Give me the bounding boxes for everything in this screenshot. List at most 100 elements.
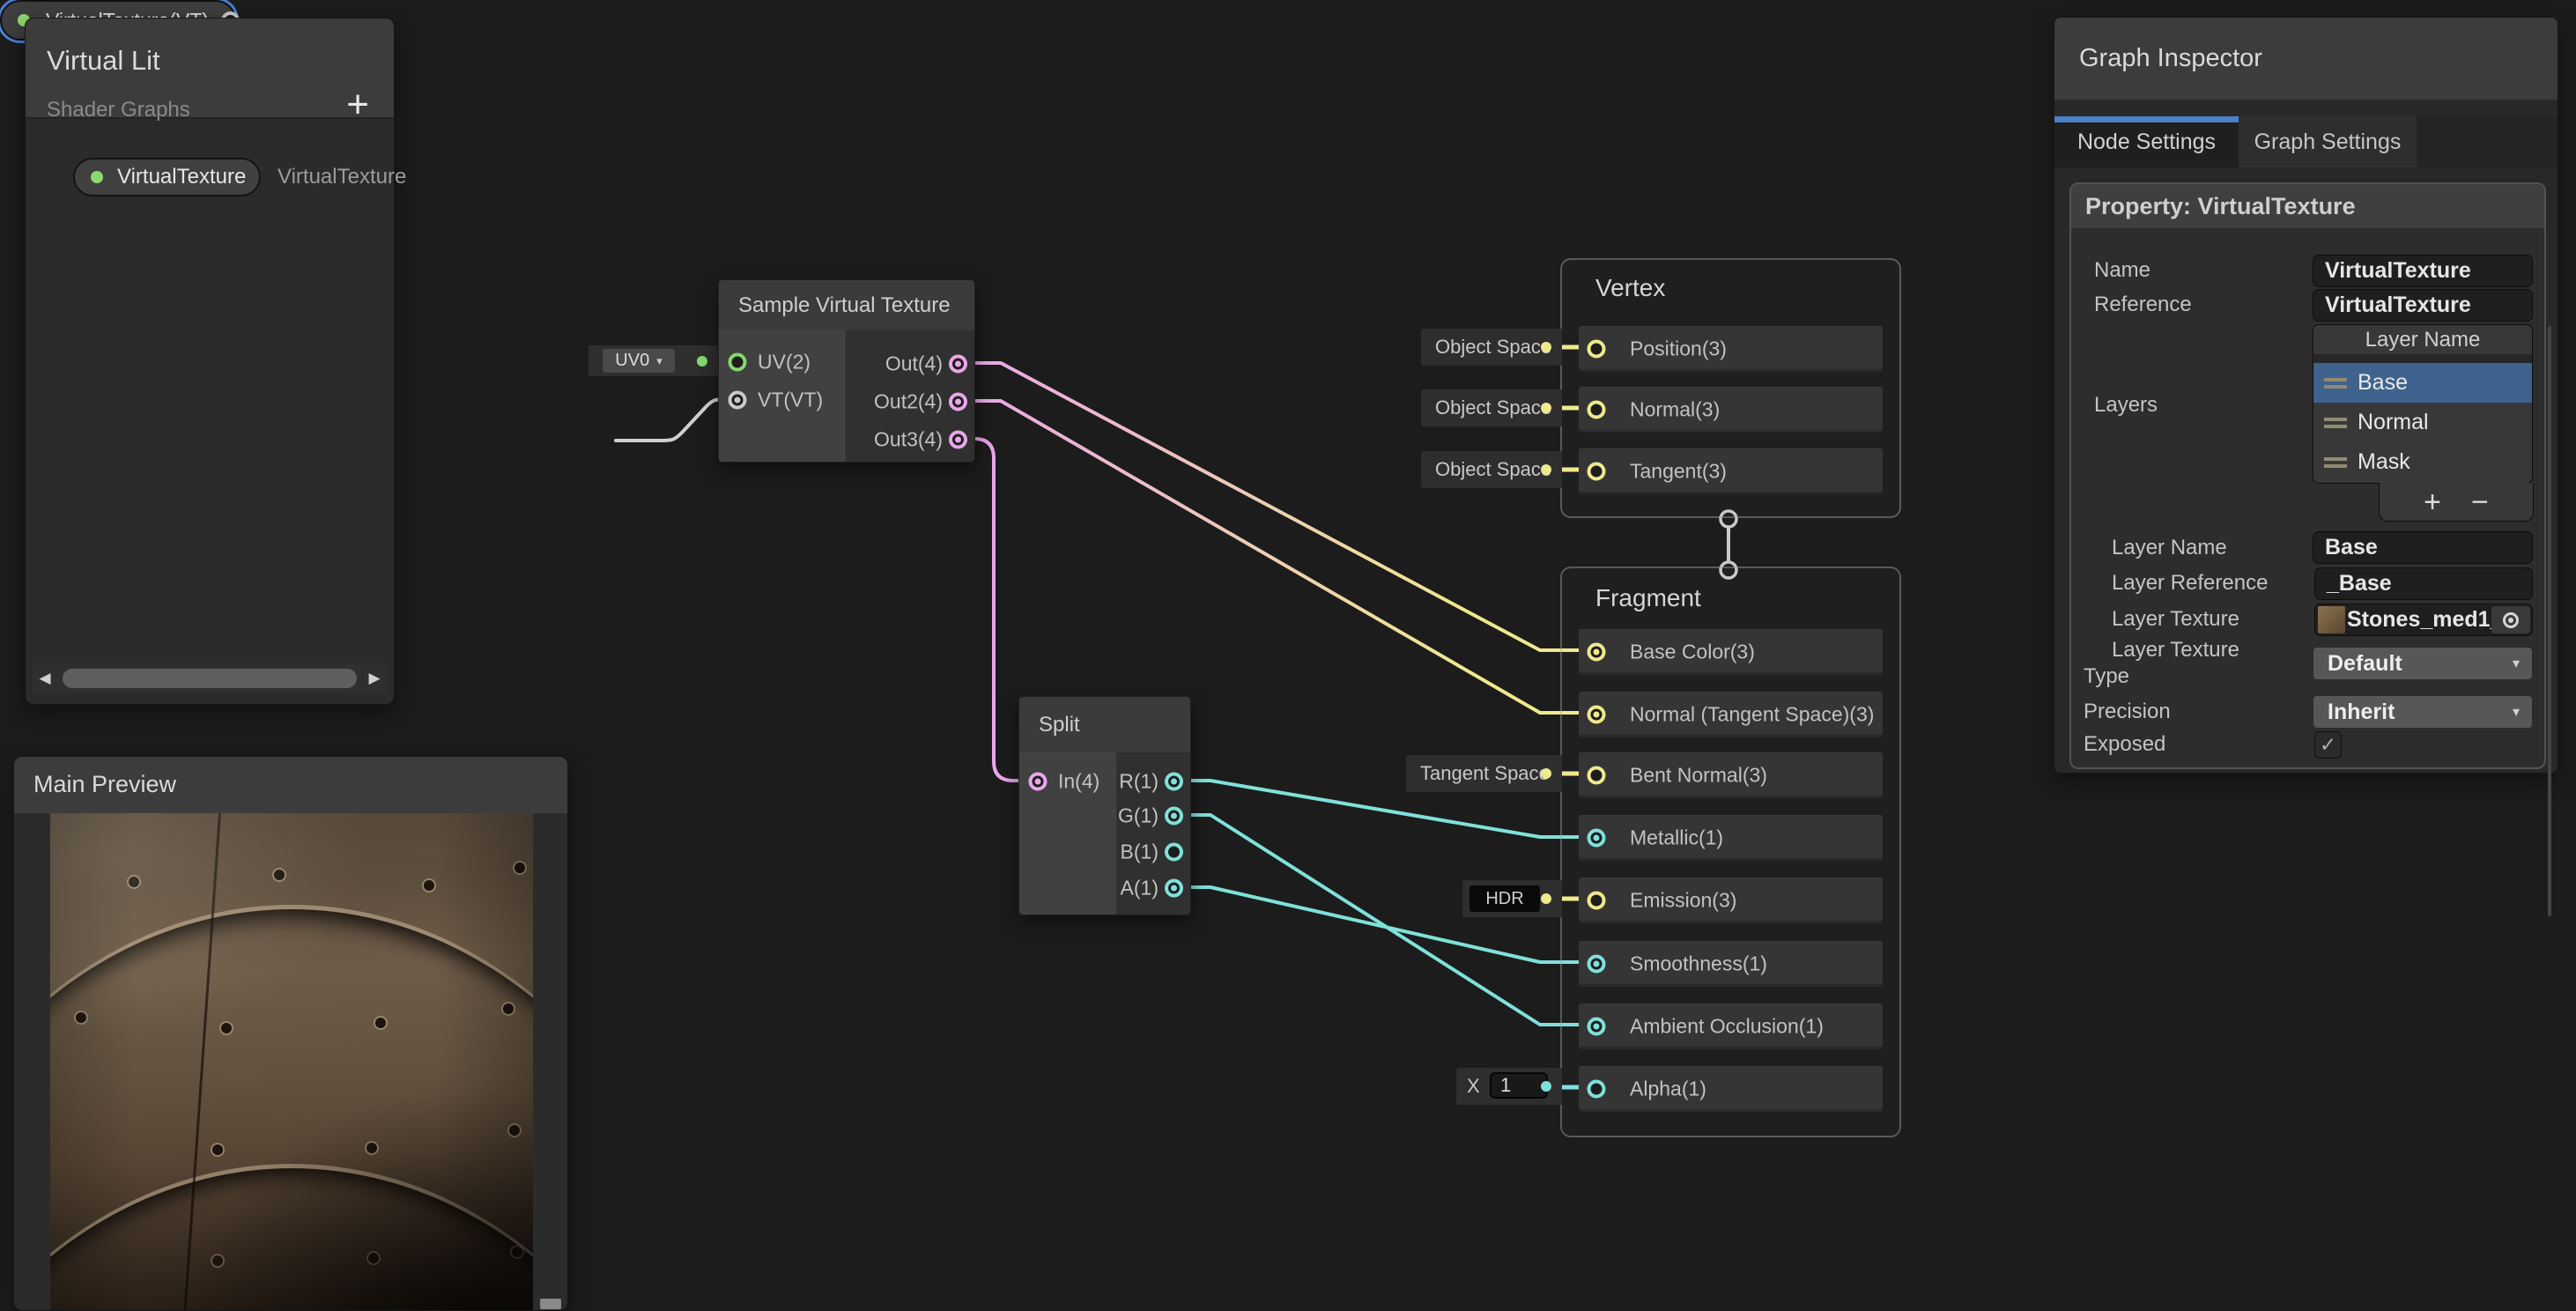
name-input[interactable]: VirtualTexture xyxy=(2313,255,2533,287)
ambient-occlusion-port[interactable] xyxy=(1587,1017,1606,1036)
node-header[interactable]: Split xyxy=(1019,697,1190,752)
tangent-space-badge[interactable]: Object Space xyxy=(1421,451,1562,488)
edge-a-to-smoothness[interactable] xyxy=(1176,885,1598,964)
port-dot xyxy=(734,396,741,404)
add-layer-button[interactable]: + xyxy=(2424,485,2441,519)
in-port[interactable] xyxy=(1028,772,1047,791)
bent-normal-label: Bent Normal(3) xyxy=(1630,763,1767,787)
tab-graph-settings[interactable]: Graph Settings xyxy=(2239,116,2417,167)
layer-reference-input[interactable]: _Base xyxy=(2314,567,2533,600)
layers-list-divider xyxy=(2313,354,2532,363)
precision-dropdown[interactable]: Inherit ▾ xyxy=(2313,695,2533,729)
drag-handle-icon[interactable] xyxy=(2324,456,2347,468)
active-tab-indicator xyxy=(2054,116,2239,122)
layer-texture-label: Layer Texture xyxy=(2112,607,2239,631)
tab-node-settings[interactable]: Node Settings xyxy=(2054,116,2239,167)
alpha-value-input[interactable]: 1 xyxy=(1490,1072,1548,1099)
blackboard-scrollbar[interactable]: ◀ ▶ xyxy=(33,663,387,693)
a-port[interactable] xyxy=(1165,878,1183,898)
uv-default-dot-icon xyxy=(697,355,707,367)
preview-header[interactable]: Main Preview xyxy=(14,757,567,813)
layer-row-mask[interactable]: Mask xyxy=(2313,442,2532,482)
out-port[interactable] xyxy=(949,354,967,374)
vt-input-port[interactable] xyxy=(728,390,747,410)
vertex-out-connector[interactable] xyxy=(1719,509,1738,529)
blackboard-property-pill[interactable]: VirtualTexture xyxy=(73,158,261,196)
normal-ts-block[interactable]: Normal (Tangent Space)(3) xyxy=(1579,692,1883,737)
bent-normal-block[interactable]: Bent Normal(3) xyxy=(1579,752,1883,798)
add-property-button[interactable]: + xyxy=(346,83,369,126)
tab-strip xyxy=(2417,116,2557,167)
tangent-block[interactable]: Tangent(3) xyxy=(1579,448,1883,494)
bent-normal-port[interactable] xyxy=(1587,766,1606,785)
drag-handle-icon[interactable] xyxy=(2324,417,2347,428)
tangent-port[interactable] xyxy=(1587,462,1606,481)
layer-row-normal[interactable]: Normal xyxy=(2313,403,2532,442)
normal-space-badge[interactable]: Object Space xyxy=(1421,389,1562,426)
emission-block[interactable]: Emission(3) xyxy=(1579,878,1883,923)
scroll-right-icon[interactable]: ▶ xyxy=(368,670,381,686)
edge-out3-to-split[interactable] xyxy=(960,437,1040,782)
alpha-block[interactable]: Alpha(1) xyxy=(1579,1066,1883,1112)
b-port[interactable] xyxy=(1165,842,1183,862)
object-picker-button[interactable] xyxy=(2491,606,2530,633)
blackboard-header[interactable]: Virtual Lit Shader Graphs + xyxy=(26,19,394,124)
edge-g-to-ao[interactable] xyxy=(1176,813,1598,1026)
preview-resize-grip[interactable] xyxy=(540,1299,561,1309)
drag-handle-icon[interactable] xyxy=(2324,377,2347,389)
base-color-port[interactable] xyxy=(1587,642,1606,662)
uv-input-port[interactable] xyxy=(728,352,747,372)
preview-render-image[interactable] xyxy=(50,813,533,1310)
edge-out-to-basecolor[interactable] xyxy=(960,361,1598,652)
base-color-block[interactable]: Base Color(3) xyxy=(1579,629,1883,675)
normal-ts-port[interactable] xyxy=(1587,705,1606,724)
out2-port[interactable] xyxy=(949,392,967,411)
alpha-port[interactable] xyxy=(1587,1079,1606,1099)
edge-out2-to-normal[interactable] xyxy=(960,399,1598,715)
r-port[interactable] xyxy=(1165,772,1183,791)
exposed-dot-icon xyxy=(91,171,103,183)
edge-r-to-metallic[interactable] xyxy=(1176,779,1598,839)
sample-virtual-texture-node[interactable]: Sample Virtual Texture UV(2) VT(VT) Out(… xyxy=(718,279,975,463)
layer-texture-object-field[interactable]: Stones_med1_a xyxy=(2314,604,2533,636)
out3-port[interactable] xyxy=(949,430,967,449)
ambient-occlusion-block[interactable]: Ambient Occlusion(1) xyxy=(1579,1004,1883,1049)
smoothness-port[interactable] xyxy=(1587,954,1606,974)
layer-name-input[interactable]: Base xyxy=(2313,531,2533,564)
uv-channel-dropdown[interactable]: UV0 ▾ xyxy=(603,349,675,373)
layer-row-base[interactable]: Base xyxy=(2313,363,2532,403)
texture-thumbnail xyxy=(2318,606,2345,633)
layer-name-value: Base xyxy=(2325,535,2378,559)
smoothness-block[interactable]: Smoothness(1) xyxy=(1579,941,1883,987)
a-label: A(1) xyxy=(1120,876,1158,900)
port-dot xyxy=(1171,812,1177,819)
badge-label: Object Space xyxy=(1435,396,1552,418)
metallic-block[interactable]: Metallic(1) xyxy=(1579,815,1883,861)
position-block[interactable]: Position(3) xyxy=(1579,326,1883,372)
fragment-stack[interactable]: Fragment Base Color(3) Normal (Tangent S… xyxy=(1560,567,1901,1137)
scroll-left-icon[interactable]: ◀ xyxy=(39,670,51,686)
bent-normal-space-badge[interactable]: Tangent Space xyxy=(1406,755,1562,792)
inspector-scrollbar[interactable] xyxy=(2548,326,2551,916)
normal-port[interactable] xyxy=(1587,400,1606,419)
position-port[interactable] xyxy=(1587,339,1606,359)
vertex-stack[interactable]: Vertex Position(3) Normal(3) Tangent(3) xyxy=(1560,258,1901,518)
emission-port[interactable] xyxy=(1587,891,1606,910)
exposed-checkbox[interactable]: ✓ xyxy=(2314,731,2342,759)
layer-texture-type-dropdown[interactable]: Default ▾ xyxy=(2313,647,2533,680)
emission-hdr-badge[interactable]: HDR xyxy=(1462,880,1562,917)
position-space-badge[interactable]: Object Space xyxy=(1421,329,1562,366)
reference-input[interactable]: VirtualTexture xyxy=(2313,289,2533,322)
inspector-header[interactable]: Graph Inspector xyxy=(2054,18,2557,100)
split-node[interactable]: Split In(4) R(1) G(1) B(1) A(1) xyxy=(1018,696,1191,915)
fragment-in-connector[interactable] xyxy=(1719,560,1738,580)
layers-label: Layers xyxy=(2094,393,2158,417)
g-port[interactable] xyxy=(1165,806,1183,826)
node-header[interactable]: Sample Virtual Texture xyxy=(719,280,974,330)
metallic-port[interactable] xyxy=(1587,828,1606,848)
alpha-default-field[interactable]: X 1 xyxy=(1456,1068,1562,1105)
remove-layer-button[interactable]: − xyxy=(2471,485,2489,519)
layers-list[interactable]: Layer Name Base Normal Mask xyxy=(2313,324,2533,484)
normal-block[interactable]: Normal(3) xyxy=(1579,387,1883,433)
scrollbar-thumb[interactable] xyxy=(63,669,357,688)
